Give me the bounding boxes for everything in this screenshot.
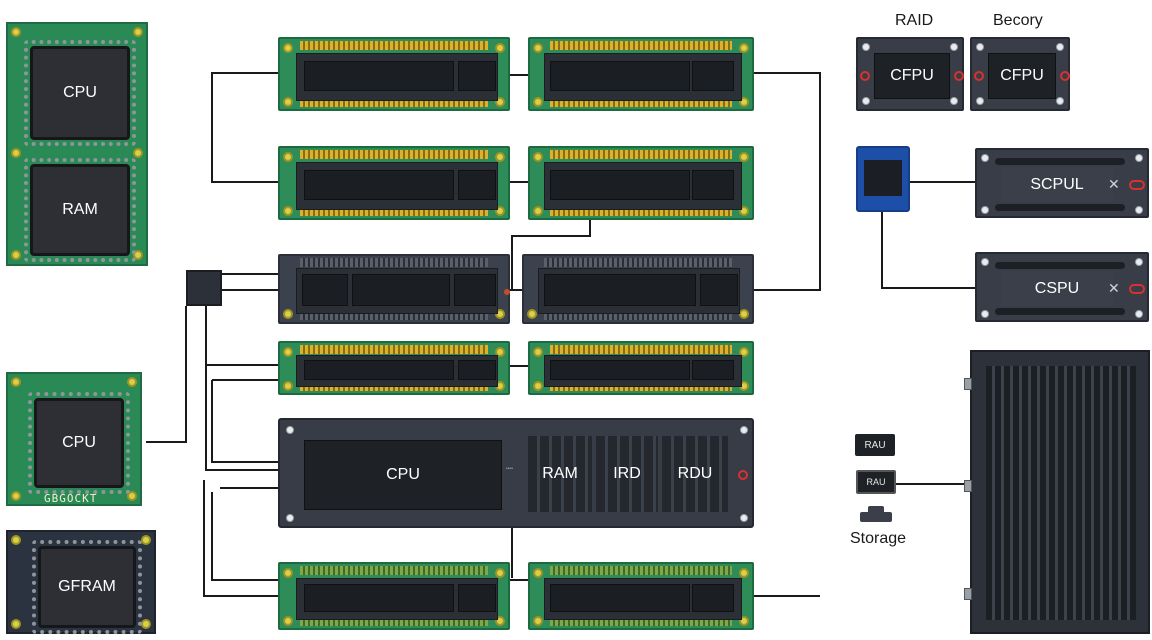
left-mid-board: CPU GBGOCKT [6, 372, 142, 506]
memory-module-5a [278, 562, 510, 630]
memory-module-5b [528, 562, 754, 630]
expansion-module-3b [522, 254, 754, 324]
cspu-unit: CSPU ✕ [975, 252, 1149, 322]
cspu-display: CSPU [1001, 272, 1113, 306]
wire-hub-cpu [146, 306, 187, 443]
storage-caption: Storage [850, 530, 907, 547]
memory-module-4b [528, 341, 754, 395]
cpu-chip-secondary: CPU [28, 392, 130, 494]
becory-label: Becory [993, 12, 1043, 29]
wire-bus-a [205, 306, 278, 471]
memory-module-2b [528, 146, 754, 220]
array-port-1 [964, 378, 972, 390]
wire-top-right [752, 72, 821, 291]
wire-top-left [211, 72, 278, 183]
wire-bus-d [203, 480, 278, 597]
cfpu-display-left: CFPU [874, 53, 950, 99]
status-indicator [738, 470, 748, 480]
storage-array [964, 350, 1150, 634]
sensor-module [856, 146, 910, 212]
wire-bus-c2 [211, 380, 278, 463]
cpu-display: CPU [304, 440, 502, 510]
cfpu-display-right: CFPU [988, 53, 1056, 99]
main-server-unit: CPU •••• RAM IRD RDU [278, 418, 754, 528]
scpul-unit: SCPUL ✕ [975, 148, 1149, 218]
storage-connector-icon [860, 506, 892, 522]
wire-mid-drop [511, 218, 591, 290]
ird-bay: IRD [596, 436, 658, 512]
raid-label: RAID [895, 12, 934, 29]
expansion-module-3a [278, 254, 510, 324]
scpul-display: SCPUL [1001, 168, 1113, 202]
wire-sensor-2 [881, 212, 975, 289]
cpu-chip: CPU [24, 40, 136, 146]
rdu-bay: RDU [662, 436, 728, 512]
ram-bay: RAM [528, 436, 592, 512]
gfram-chip: GFRAM [32, 540, 142, 634]
memory-module-1a [278, 37, 510, 111]
storage-tag-2: RAU [856, 470, 896, 494]
memory-module-1b [528, 37, 754, 111]
memory-module-4a [278, 341, 510, 395]
left-top-board: CPU RAM [6, 22, 148, 266]
ram-chip: RAM [24, 158, 136, 262]
hub-block [186, 270, 222, 306]
storage-tag-1: RAU [855, 434, 895, 456]
memory-module-2a [278, 146, 510, 220]
board-silkscreen: GBGOCKT [44, 492, 98, 505]
array-port-3 [964, 588, 972, 600]
array-port-2 [964, 480, 972, 492]
cfpu-box-left: CFPU [856, 37, 964, 111]
cfpu-box-right: CFPU [970, 37, 1070, 111]
left-bottom-board: GFRAM [6, 530, 156, 634]
wire-bus-e [211, 492, 278, 581]
